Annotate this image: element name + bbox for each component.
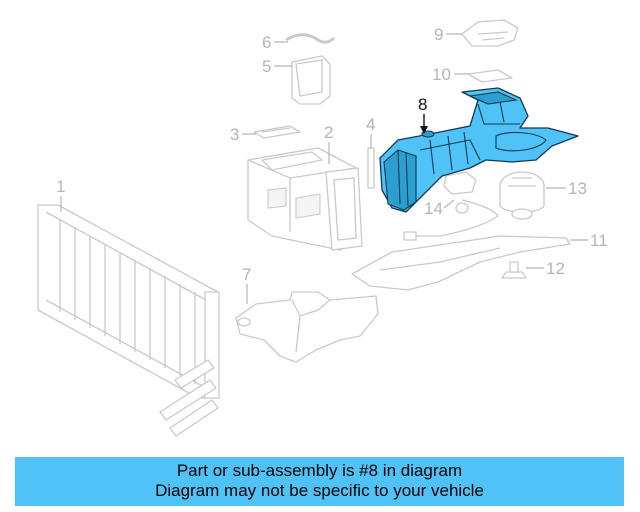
callout-label-4: 4 — [366, 115, 375, 134]
part-1-radiator[interactable] — [37, 204, 220, 437]
callout-label-13: 13 — [568, 179, 587, 198]
part-11-panel[interactable] — [351, 235, 571, 291]
callout-6: 6 — [262, 33, 288, 52]
callout-label-5: 5 — [262, 57, 271, 76]
callout-8: 8 — [418, 95, 428, 134]
part-8-highlighted-duct[interactable] — [379, 87, 579, 213]
callout-label-11: 11 — [590, 231, 608, 250]
callout-3: 3 — [230, 125, 256, 144]
part-12-clip[interactable] — [501, 261, 527, 279]
callout-9: 9 — [434, 25, 462, 44]
part-3-gasket[interactable] — [253, 125, 301, 139]
callout-10: 10 — [432, 65, 468, 84]
caption-line-2: Diagram may not be specific to your vehi… — [155, 481, 484, 500]
callout-label-12: 12 — [546, 259, 565, 278]
callout-label-6: 6 — [262, 33, 271, 52]
part-9-cover[interactable] — [461, 19, 519, 47]
callout-13: 13 — [546, 179, 587, 198]
callout-label-10: 10 — [432, 65, 451, 84]
callout-14: 14 — [424, 199, 455, 218]
part-7-lower-duct[interactable] — [235, 291, 379, 363]
callout-4: 4 — [366, 115, 375, 148]
part-2-heater-housing[interactable] — [247, 147, 363, 251]
callout-label-14: 14 — [424, 199, 443, 218]
part-4-rod[interactable] — [367, 147, 375, 189]
part-5-duct[interactable] — [291, 55, 331, 105]
callout-label-3: 3 — [230, 125, 239, 144]
callout-label-9: 9 — [434, 25, 443, 44]
caption-banner: Part or sub-assembly is #8 in diagram Di… — [15, 457, 624, 506]
parts-diagram: 1 2 3 4 5 6 7 8 — [37, 19, 608, 437]
callout-7: 7 — [242, 265, 251, 304]
callout-2: 2 — [324, 123, 333, 164]
callout-label-8: 8 — [418, 95, 427, 114]
callout-11: 11 — [570, 231, 608, 250]
part-14-resistor[interactable] — [403, 171, 499, 241]
callout-1: 1 — [56, 177, 65, 212]
callout-label-2: 2 — [324, 123, 333, 142]
part-10-seal[interactable] — [467, 69, 513, 83]
callout-label-1: 1 — [56, 177, 65, 196]
part-6-hose[interactable] — [285, 33, 336, 44]
callout-12: 12 — [526, 259, 565, 278]
callout-label-7: 7 — [242, 265, 251, 284]
caption-line-1: Part or sub-assembly is #8 in diagram — [176, 461, 463, 480]
callout-5: 5 — [262, 57, 292, 76]
part-13-blower[interactable] — [499, 171, 545, 220]
